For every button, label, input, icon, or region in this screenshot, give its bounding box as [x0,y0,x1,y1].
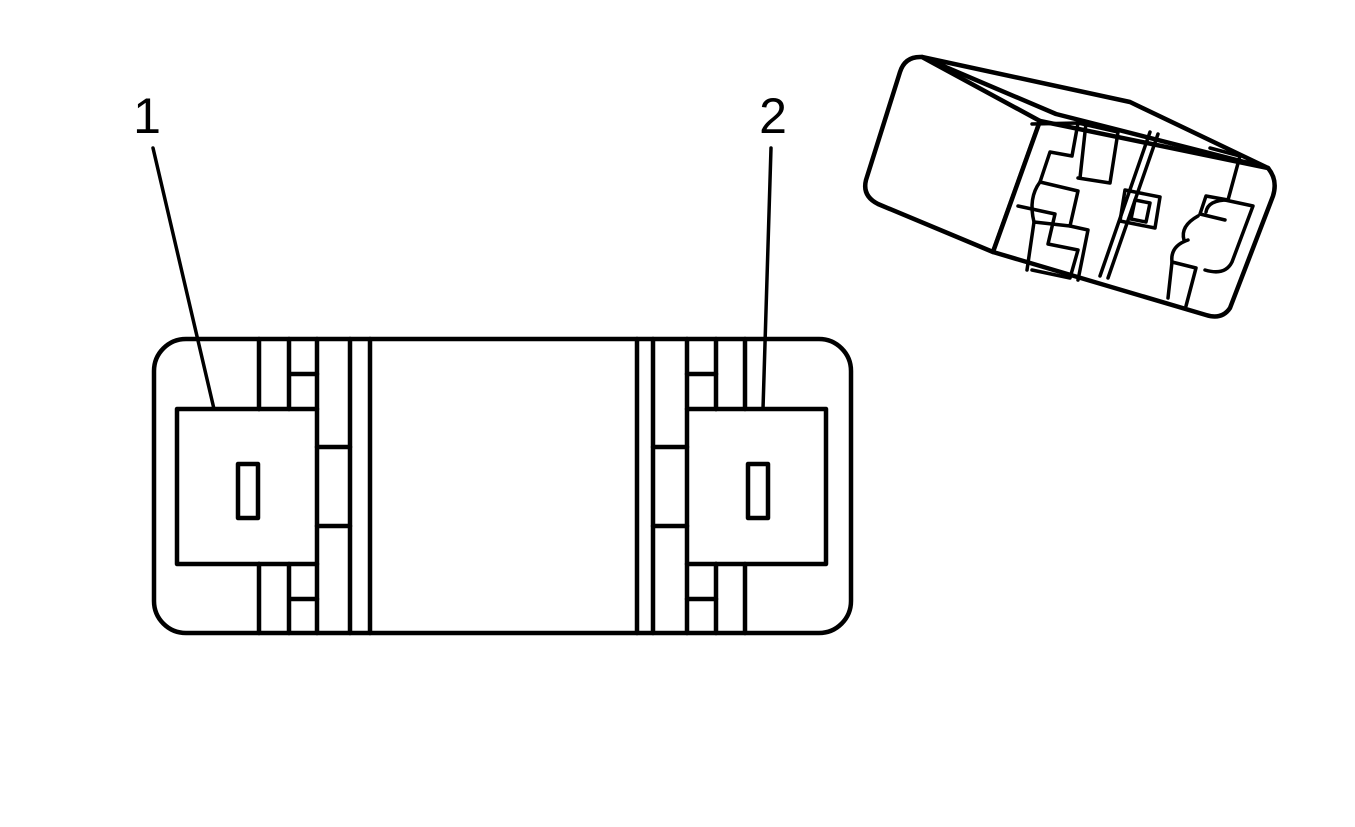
terminal-cavity-right [650,336,829,636]
callout-2-label: 2 [759,88,787,144]
connector-top-view [151,336,854,636]
terminal-slot-left [235,461,261,521]
callout-1-leader [151,146,216,411]
connector-isometric-view [863,54,1277,319]
callout-1-label: 1 [133,88,161,144]
callout-2-leader [761,146,773,411]
terminal-cavity-left [174,336,353,636]
terminal-slot-right [745,461,771,521]
connector-housing-outline [151,336,854,636]
isometric-front-features [1016,121,1255,308]
